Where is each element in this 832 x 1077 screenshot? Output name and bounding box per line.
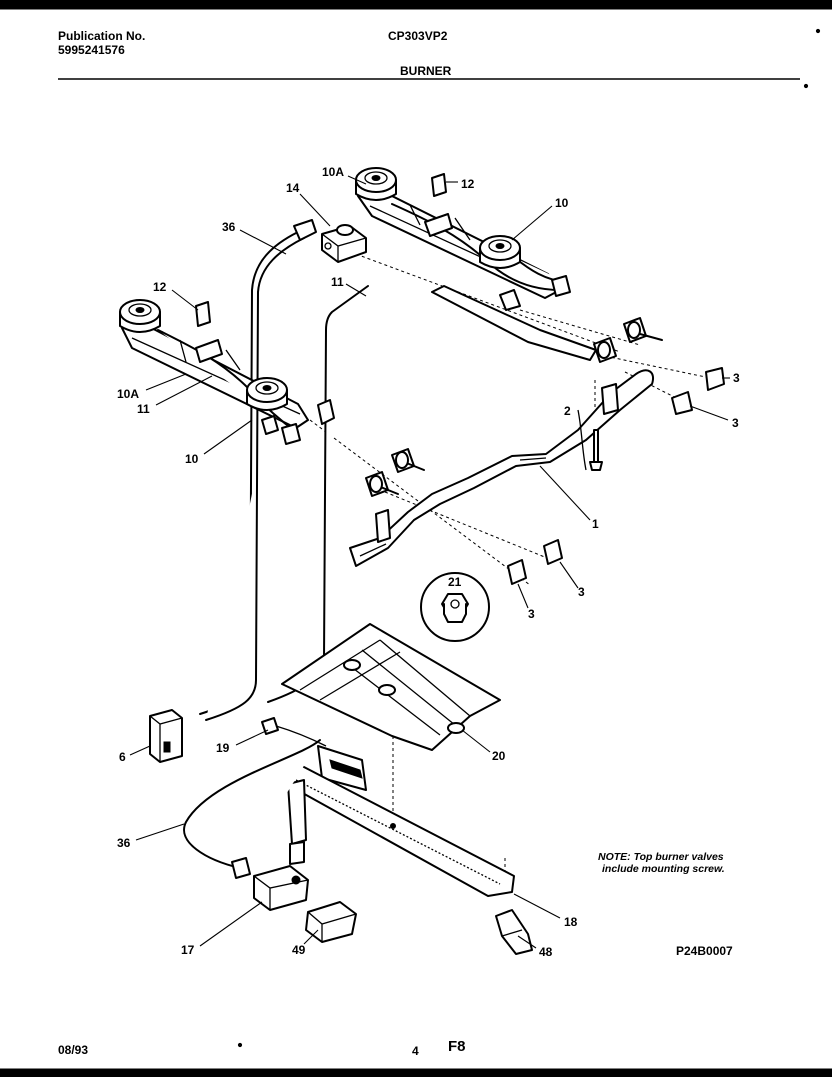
corner-dot	[815, 28, 821, 34]
drawing-id: P24B0007	[676, 944, 733, 958]
callout-label: 18	[564, 915, 578, 929]
valve	[593, 337, 617, 363]
top-border-bar	[0, 0, 832, 10]
callout-label: 49	[292, 943, 306, 957]
callout-label: 3	[733, 371, 740, 385]
callout-label: 11	[137, 402, 150, 416]
section-title: BURNER	[400, 64, 452, 78]
callout-label: 11	[331, 275, 344, 289]
valve	[365, 471, 399, 497]
note-line-1: NOTE: Top burner valves	[598, 851, 724, 863]
callout-label: 1	[592, 517, 599, 531]
callout-label: 48	[539, 945, 553, 959]
footer-date: 08/93	[58, 1043, 88, 1057]
callout-label: 3	[528, 607, 535, 621]
publication-number: 5995241576	[58, 43, 125, 57]
footer-page-number: 4	[412, 1044, 419, 1058]
callout-label: 12	[461, 177, 475, 191]
callout-label: 12	[153, 280, 167, 294]
corner-dot	[803, 83, 809, 89]
valve	[623, 317, 663, 343]
footer-dot	[237, 1042, 243, 1048]
callout-label: 3	[578, 585, 585, 599]
callout-label: 10	[555, 196, 569, 210]
callout-label: 2	[564, 404, 571, 418]
valve	[391, 448, 425, 473]
callout-label: 21	[448, 575, 462, 589]
callout-label: 10A	[117, 387, 139, 401]
callout-label: 3	[732, 416, 739, 430]
callout-label: 19	[216, 741, 230, 755]
callout-label: 6	[119, 750, 126, 764]
leader-lines	[129, 175, 730, 949]
callout-label: 36	[117, 836, 131, 850]
model-number: CP303VP2	[388, 29, 448, 43]
note-line-2: include mounting screw.	[602, 863, 725, 875]
callout-label: 17	[181, 943, 195, 957]
callout-label: 10	[185, 452, 199, 466]
callout-label: 14	[286, 181, 300, 195]
callout-labels: 10A 12 14 36 10 11 12 10A 11 10 3 3 2 1 …	[117, 165, 740, 959]
callout-label: 10A	[322, 165, 344, 179]
callout-label: 36	[222, 220, 236, 234]
burner-exploded-drawing	[119, 167, 725, 955]
bottom-border-bar	[0, 1068, 832, 1077]
callout-label: 20	[492, 749, 506, 763]
publication-label: Publication No.	[58, 29, 145, 43]
footer-section-code: F8	[448, 1038, 466, 1055]
